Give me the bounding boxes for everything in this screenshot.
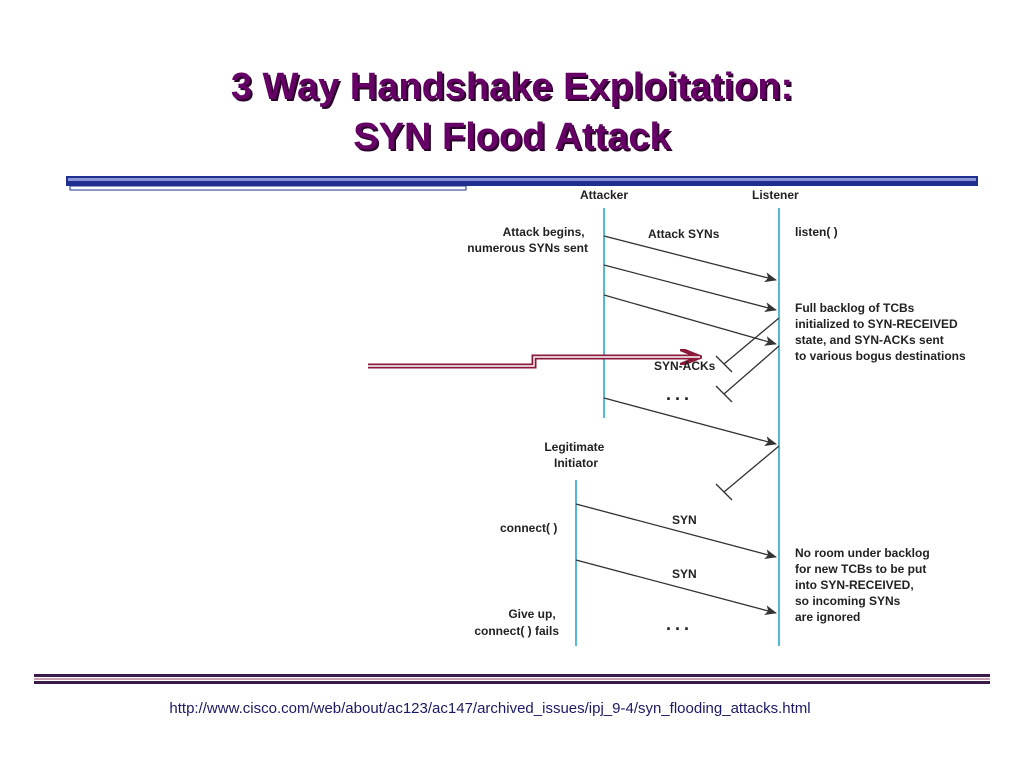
source-url-link[interactable]: http://www.cisco.com/web/about/ac123/ac1… <box>169 700 811 717</box>
legit-syn-arrow-2 <box>575 559 777 616</box>
attack-syn-arrow-2 <box>603 264 777 313</box>
legitimate-initiator-label: Legitimate Initiator <box>544 440 607 470</box>
pointer-arrow <box>368 357 700 369</box>
attack-syns-label: Attack SYNs <box>648 227 720 241</box>
backlog-note: Full backlog of TCBs initialized to SYN-… <box>795 301 966 363</box>
syn-label-2: SYN <box>672 567 697 581</box>
syn-label-1: SYN <box>672 513 697 527</box>
title-line-1: 3 Way Handshake Exploitation: <box>230 66 794 108</box>
syn-ack-line-3 <box>723 445 780 493</box>
legit-syn-arrow-1 <box>575 503 777 560</box>
no-room-note: No room under backlog for new TCBs to be… <box>795 546 933 624</box>
syn-ack-line-2 <box>723 345 780 395</box>
attack-syn-arrow-1 <box>603 235 777 283</box>
title-divider <box>66 176 978 191</box>
title-line-2: SYN Flood Attack <box>353 116 671 158</box>
ellipsis-1: ... <box>666 384 693 404</box>
connect-label: connect( ) <box>500 521 557 535</box>
syn-ack-line-1 <box>723 317 780 365</box>
attack-syn-arrow-3 <box>603 294 777 346</box>
slide-title: 3 Way Handshake Exploitation: SYN Flood … <box>0 62 1024 162</box>
attack-syn-arrow-4 <box>603 397 777 446</box>
attack-begins-label: Attack begins, numerous SYNs sent <box>467 225 588 255</box>
syn-acks-label: SYN-ACKs <box>654 359 716 373</box>
give-up-label: Give up, connect( ) fails <box>474 607 559 638</box>
ellipsis-2: ... <box>666 614 693 634</box>
footer-divider <box>34 674 990 684</box>
listen-label: listen( ) <box>795 225 838 239</box>
